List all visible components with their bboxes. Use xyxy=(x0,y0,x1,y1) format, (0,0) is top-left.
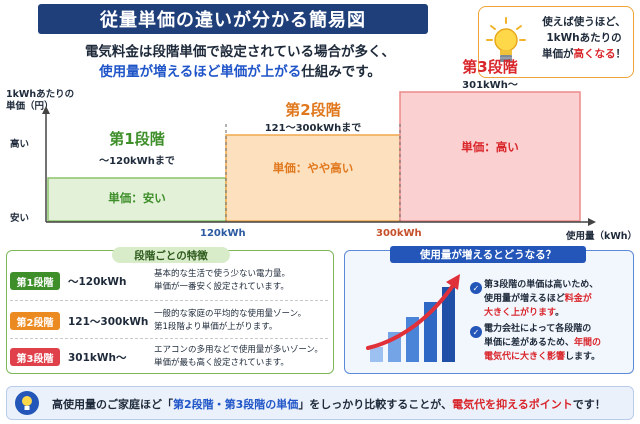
effect-1-highlight-a: 料金が xyxy=(564,294,592,304)
effect-1-line-2a: 使用量が増えるほど xyxy=(484,294,565,304)
check-icon: ✓ xyxy=(470,326,482,338)
tier-3-desc-line-2: 単価が最も高く設定されています。 xyxy=(154,358,289,368)
footer-text-a: 高使用量のご家庭ほど「 xyxy=(52,398,173,411)
tier-2-desc-line-1: 一般的な家庭の平均的な使用量ゾーン。 xyxy=(154,309,307,319)
effect-2-end: します。 xyxy=(565,352,601,362)
intro-line-1: 電気料金は段階単価で設定されている場合が多く、 xyxy=(84,44,396,60)
effect-1-highlight-b: 大きく上がります xyxy=(484,308,556,318)
tier-3-title: 第3段階 xyxy=(462,58,518,76)
intro-line-2: 使用量が増えるほど単価が上がる仕組みです。 xyxy=(40,60,440,80)
tier-2-price-label: 単価：やや高い xyxy=(272,161,354,175)
feature-row-2: 第2段階 121〜300kWh 一般的な家庭の平均的な使用量ゾーン。第1段階より… xyxy=(10,306,330,336)
callout-text: 使えば使うほど、 1kWhあたりの 単価が高くなる！ xyxy=(535,14,633,62)
divider xyxy=(10,338,328,339)
tier-3-bar xyxy=(399,91,581,222)
y-axis-arrow xyxy=(42,106,50,114)
callout-line-2: 1kWhあたりの xyxy=(546,32,622,44)
check-icon: ✓ xyxy=(470,282,482,294)
callout-line-1: 使えば使うほど、 xyxy=(542,16,626,28)
footer-text: 高使用量のご家庭ほど「第2段階・第3段階の単価」をしっかり比較することが、電気代… xyxy=(52,396,632,412)
features-title: 段階ごとの特徴 xyxy=(112,247,230,263)
tier-chart xyxy=(42,91,596,226)
tier-1-description: 基本的な生活で使う少ない電力量。単価が一番安く設定されています。 xyxy=(154,268,334,294)
callout-highlight: 高くなる xyxy=(573,48,616,60)
tier-3-range: 301kWh〜 xyxy=(68,352,127,364)
lightbulb-icon xyxy=(15,391,39,415)
footer-highlight-blue: 第2段階・第3段階の単価 xyxy=(173,398,299,411)
footer-banner xyxy=(6,386,634,420)
effect-item-1: 第3段階の単価は高いため、 使用量が増えるほど料金が 大きく上がります。 xyxy=(484,278,632,320)
effect-2-line-1: 電力会社によって各段階の xyxy=(484,324,592,334)
effect-2-highlight-a: 年間の xyxy=(574,338,602,348)
rising-arrow-line xyxy=(366,282,456,350)
tier-2-bar xyxy=(225,134,401,222)
feature-row-1: 第1段階 〜120kWh 基本的な生活で使う少ない電力量。単価が一番安く設定され… xyxy=(10,266,330,296)
tier-2-range-label: 121〜300kWhまで xyxy=(264,123,362,134)
effect-1-line-1: 第3段階の単価は高いため、 xyxy=(484,280,599,290)
divider xyxy=(10,300,328,301)
tier-1-desc-line-1: 基本的な生活で使う少ない電力量。 xyxy=(154,269,291,279)
tier-1-range-label: 〜120kWhまで xyxy=(99,156,175,167)
tier-3-badge: 第3段階 xyxy=(10,348,60,366)
y-tick-low: 安い xyxy=(10,213,30,224)
arrow-head-icon xyxy=(446,274,460,290)
tier-1-desc-line-2: 単価が一番安く設定されています。 xyxy=(154,282,289,292)
tier-2-description: 一般的な家庭の平均的な使用量ゾーン。第1段階より単価が上がります。 xyxy=(154,308,334,334)
tier-2-badge: 第2段階 xyxy=(10,312,60,330)
tier-2-title: 第2段階 xyxy=(285,101,341,119)
tier-2-desc-line-2: 第1段階より単価が上がります。 xyxy=(154,322,278,332)
footer-text-e: です！ xyxy=(572,398,606,411)
tier-2-range: 121〜300kWh xyxy=(68,316,149,328)
intro-rest: 仕組みです。 xyxy=(301,64,381,80)
footer-text-c: 」をしっかり比較することが、 xyxy=(298,398,453,411)
intro-highlight: 使用量が増えるほど単価が上がる xyxy=(99,64,302,80)
tier-3-range-label: 301kWh〜 xyxy=(462,80,518,91)
callout-line-3a: 単価が xyxy=(542,48,574,60)
y-tick-high: 高い xyxy=(10,139,30,150)
y-axis-label-2: 単価（円） xyxy=(6,101,54,112)
tier-3-desc-line-1: エアコンの多用などで使用量が多いゾーン。 xyxy=(154,345,323,355)
tier-1-range: 〜120kWh xyxy=(68,276,127,288)
callout-line-3: 単価が高くなる！ xyxy=(535,46,633,62)
rising-bars-icon xyxy=(366,274,460,362)
tier-1-badge: 第1段階 xyxy=(10,272,60,290)
effect-item-2: 電力会社によって各段階の 単価に差があるため、年間の 電気代に大きく影響します。 xyxy=(484,322,632,364)
tier-1-price-label: 単価：安い xyxy=(108,191,166,205)
effects-title: 使用量が増えるとどうなる？ xyxy=(390,246,586,263)
feature-row-3: 第3段階 301kWh〜 エアコンの多用などで使用量が多いゾーン。単価が最も高く… xyxy=(10,342,330,372)
x-tick-300: 300kWh xyxy=(376,228,422,239)
tier-3-description: エアコンの多用などで使用量が多いゾーン。単価が最も高く設定されています。 xyxy=(154,344,334,370)
x-axis-arrow xyxy=(588,218,596,226)
tier-3-price-label: 単価：高い xyxy=(461,139,519,154)
tier-1-title: 第1段階 xyxy=(109,130,165,148)
x-axis-label: 使用量（kWh） xyxy=(566,231,638,242)
lightbulb-icon xyxy=(486,17,526,62)
features-panel xyxy=(6,250,334,374)
effect-1-end: 。 xyxy=(555,308,565,318)
mini-bar xyxy=(370,347,383,362)
page-title: 従量単価の違いが分かる簡易図 xyxy=(38,4,428,34)
effect-2-highlight-b: 電気代に大きく影響 xyxy=(484,352,566,362)
footer-highlight-red: 電気代を抑えるポイント xyxy=(452,398,573,411)
x-tick-120: 120kWh xyxy=(200,228,246,239)
callout-line-3c: ！ xyxy=(615,48,627,60)
effect-2-line-2a: 単価に差があるため、 xyxy=(484,338,575,348)
y-axis-label-1: 1kWhあたりの xyxy=(6,89,75,100)
mini-bar xyxy=(442,287,455,362)
